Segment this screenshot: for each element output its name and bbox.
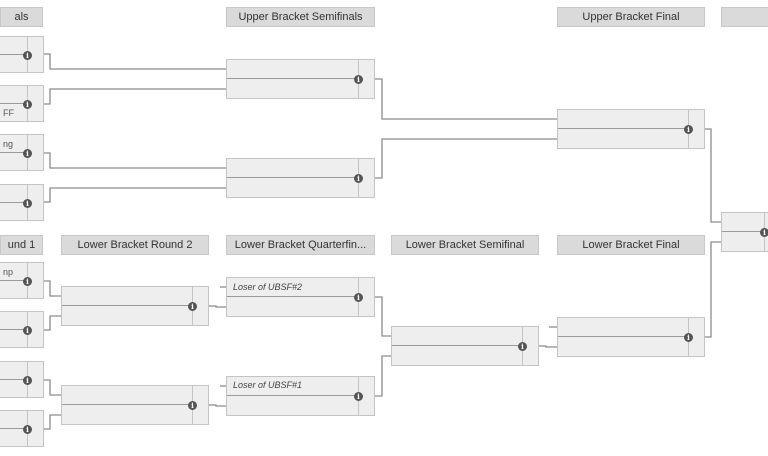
match-slot-top[interactable] [722, 213, 764, 232]
match-slot-top[interactable] [0, 312, 27, 330]
connector-line [44, 315, 61, 331]
info-icon[interactable]: i [354, 293, 363, 302]
connector-line [375, 138, 557, 179]
connector-line [44, 88, 226, 105]
match-lb-qf-1[interactable]: i [226, 277, 375, 317]
info-icon[interactable]: i [188, 401, 197, 410]
round-header-lower-round1: und 1 [0, 235, 43, 255]
info-icon[interactable]: i [684, 125, 693, 134]
round-header-upper-round1: als [0, 7, 43, 27]
match-slot-bottom[interactable] [227, 297, 358, 316]
match-slot-top[interactable] [62, 287, 192, 306]
info-icon[interactable]: i [760, 228, 768, 237]
match-slot-bottom[interactable] [227, 178, 358, 197]
loser-placeholder-label: Loser of UBSF#2 [233, 282, 303, 292]
match-slot-top[interactable] [227, 159, 358, 178]
info-icon[interactable]: i [23, 198, 32, 208]
info-icon[interactable]: i [23, 148, 32, 158]
round-header-upper-final: Upper Bracket Final [557, 7, 705, 27]
connector-line [44, 379, 61, 396]
connector-line [705, 128, 721, 223]
match-ub-sf-1[interactable]: i [226, 59, 375, 99]
round-header-grand-final [721, 7, 768, 27]
match-slot-top[interactable]: ng [0, 135, 27, 153]
info-icon[interactable]: i [23, 276, 32, 286]
connector-line [44, 280, 61, 297]
info-icon[interactable]: i [23, 325, 32, 335]
match-slot-bottom[interactable] [227, 396, 358, 415]
info-icon[interactable]: i [23, 375, 32, 385]
match-lb-qf-2[interactable]: i [226, 376, 375, 416]
match-slot-top[interactable] [0, 185, 27, 203]
connector-line [705, 241, 721, 338]
match-lb-r1-4[interactable]: i [0, 410, 44, 447]
match-slot-top[interactable] [0, 37, 27, 55]
match-slot-bottom[interactable] [62, 306, 192, 325]
match-slot-top[interactable] [62, 386, 192, 405]
connector-line [209, 404, 226, 407]
match-slot-bottom[interactable]: FF [3, 107, 14, 118]
match-lb-r2-2[interactable]: i [61, 385, 209, 425]
info-icon[interactable]: i [23, 424, 32, 434]
match-slot-top[interactable] [0, 86, 27, 104]
info-icon[interactable]: i [23, 50, 32, 60]
match-lb-r1-3[interactable]: i [0, 361, 44, 398]
connector-line [44, 414, 61, 430]
info-icon[interactable]: i [354, 75, 363, 84]
connector-line [375, 355, 391, 397]
match-ub-r1-4[interactable]: i [0, 184, 44, 221]
match-slot-bottom[interactable] [227, 79, 358, 98]
round-header-lower-final: Lower Bracket Final [557, 235, 705, 255]
match-lb-r1-2[interactable]: i [0, 311, 44, 348]
match-slot-top[interactable] [0, 411, 27, 429]
round-header-lower-semifinal: Lower Bracket Semifinal [391, 235, 539, 255]
info-icon[interactable]: i [23, 99, 32, 109]
match-slot-bottom[interactable] [722, 232, 764, 251]
match-slot-bottom[interactable] [392, 346, 522, 365]
loser-placeholder-label: Loser of UBSF#1 [233, 380, 303, 390]
connector-line [375, 78, 557, 120]
match-slot-bottom[interactable] [558, 337, 688, 356]
info-icon[interactable]: i [354, 174, 363, 183]
match-ub-r1-2[interactable]: FF i [0, 85, 44, 122]
connector-line [44, 53, 226, 70]
match-slot-top[interactable] [227, 60, 358, 79]
info-icon[interactable]: i [188, 302, 197, 311]
match-lb-final[interactable]: i [557, 317, 705, 357]
connector-line [44, 187, 226, 203]
info-icon[interactable]: i [518, 342, 527, 351]
match-slot-top[interactable]: np [0, 263, 27, 281]
match-lb-sf[interactable]: i [391, 326, 539, 366]
match-slot-bottom[interactable] [558, 129, 688, 148]
match-slot-top[interactable] [392, 327, 522, 346]
match-slot-top[interactable] [227, 278, 358, 297]
round-header-lower-quarterfinal: Lower Bracket Quarterfin... [226, 235, 375, 255]
match-slot-top[interactable] [558, 110, 688, 129]
connector-line [209, 305, 226, 308]
match-ub-r1-1[interactable]: i [0, 36, 44, 73]
match-grand-final[interactable]: i [721, 212, 768, 252]
round-header-lower-round2: Lower Bracket Round 2 [61, 235, 209, 255]
match-slot-top[interactable] [558, 318, 688, 337]
match-slot-top[interactable] [0, 362, 27, 380]
match-lb-r2-1[interactable]: i [61, 286, 209, 326]
round-header-upper-semifinals: Upper Bracket Semifinals [226, 7, 375, 27]
connector-line [539, 345, 557, 348]
info-icon[interactable]: i [354, 392, 363, 401]
connector-line [44, 152, 226, 169]
match-ub-sf-2[interactable]: i [226, 158, 375, 198]
match-slot-bottom[interactable] [62, 405, 192, 424]
match-slot-top[interactable] [227, 377, 358, 396]
match-ub-final[interactable]: i [557, 109, 705, 149]
connector-line [375, 296, 391, 337]
info-icon[interactable]: i [684, 333, 693, 342]
